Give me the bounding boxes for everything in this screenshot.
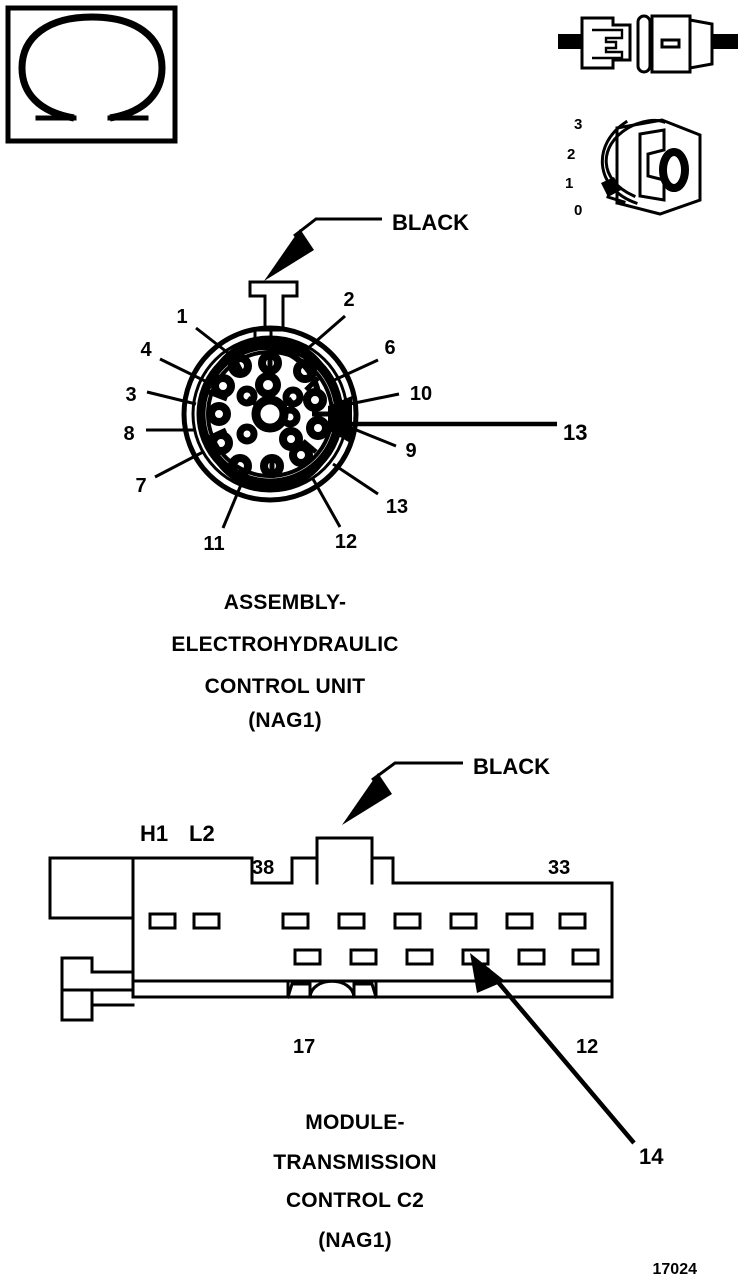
module-cavity-label-38: 38 bbox=[252, 857, 275, 879]
round-connector-caption-line-3: CONTROL UNIT bbox=[204, 675, 366, 698]
module-connector-color-label: BLACK bbox=[473, 754, 550, 779]
module-connector-caption-line-1: MODULE- bbox=[305, 1111, 405, 1134]
round-pin-label-7: 7 bbox=[135, 475, 147, 497]
callout-14-leader bbox=[470, 953, 636, 1145]
module-connector-graphic bbox=[48, 836, 614, 1022]
round-connector-caption-line-2: ELECTROHYDRAULIC bbox=[171, 633, 399, 656]
round-connector-leaders bbox=[146, 314, 557, 529]
round-pin-label-11: 11 bbox=[203, 533, 225, 555]
ignition-switch-icon bbox=[601, 118, 702, 216]
round-pin-label-9: 9 bbox=[405, 440, 417, 462]
module-callout-label-14: 14 bbox=[639, 1144, 664, 1169]
round-pin-label-2: 2 bbox=[343, 289, 355, 311]
round-pin-label-10: 10 bbox=[409, 383, 433, 405]
module-connector-caption-line-4: (NAG1) bbox=[318, 1229, 392, 1252]
ohm-symbol-legend bbox=[5, 5, 178, 144]
round-pin-label-6: 6 bbox=[384, 337, 396, 359]
round-connector-caption-line-1: ASSEMBLY- bbox=[223, 591, 347, 614]
ignition-position-0: 0 bbox=[574, 202, 583, 219]
round-connector-caption-line-4: (NAG1) bbox=[248, 709, 322, 732]
module-connector-caption-line-2: TRANSMISSION bbox=[273, 1151, 437, 1174]
figure-code: 17024 bbox=[652, 1261, 698, 1278]
module-cavity-label-h1: H1 bbox=[140, 821, 169, 846]
module-cavity-label-33: 33 bbox=[548, 857, 571, 879]
module-cavity-label-17: 17 bbox=[293, 1036, 316, 1058]
module-cavity-label-12: 12 bbox=[576, 1036, 599, 1058]
cavity-row-top bbox=[148, 912, 587, 930]
black-leader-module bbox=[342, 761, 463, 825]
round-pin-label-8: 8 bbox=[123, 423, 135, 445]
connector-pair-icon bbox=[558, 14, 738, 74]
module-cavity-label-l2: L2 bbox=[189, 821, 215, 846]
round-pin-label-12: 12 bbox=[334, 531, 358, 553]
round-pin-label-3: 3 bbox=[125, 384, 137, 406]
round-connector-color-label: BLACK bbox=[392, 210, 469, 235]
ignition-position-3: 3 bbox=[574, 116, 583, 133]
ignition-position-1: 1 bbox=[565, 175, 574, 192]
ignition-position-2: 2 bbox=[567, 146, 576, 163]
round-connector-graphic bbox=[181, 280, 359, 503]
round-pin-label-13-lower: 13 bbox=[385, 496, 409, 518]
module-connector-caption-line-3: CONTROL C2 bbox=[285, 1189, 425, 1212]
round-pin-label-1: 1 bbox=[176, 306, 188, 328]
black-leader-round bbox=[264, 217, 382, 281]
round-pin-highlight-13: 13 bbox=[563, 420, 588, 445]
cavity-row-bottom bbox=[293, 948, 600, 966]
round-pin-label-4: 4 bbox=[140, 339, 152, 361]
